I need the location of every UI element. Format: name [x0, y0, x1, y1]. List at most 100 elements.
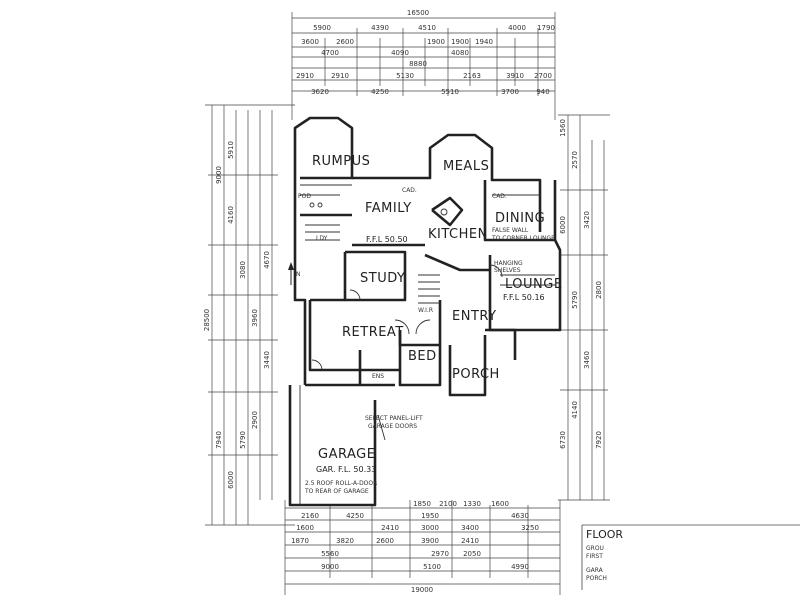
- false-wall-note: TO CORNER LOUNGE: [491, 235, 555, 242]
- left-dim: 5790: [239, 431, 247, 449]
- bottom-dim: 3820: [336, 537, 354, 545]
- hanging-shelves-note: SHELVES: [494, 267, 521, 274]
- garage-floor-level-note: GAR. F.L. 50.33: [316, 465, 376, 474]
- top-overall-dim: 16500: [407, 9, 429, 17]
- right-dim: 6000: [559, 216, 567, 234]
- top-dim: 3600: [301, 38, 319, 46]
- bottom-dim: 1600: [491, 500, 509, 508]
- top-dimension-lines: [291, 12, 556, 120]
- bottom-dim: 2410: [381, 524, 399, 532]
- legend-line: GARA: [586, 567, 604, 574]
- room-label-kitchen: KITCHEN: [428, 227, 488, 242]
- top-dim: 1790: [537, 24, 555, 32]
- bottom-dim: 1600: [296, 524, 314, 532]
- top-dim: 2600: [336, 38, 354, 46]
- left-dimension-lines: [205, 104, 295, 526]
- room-labels: RUMPUS MEALS FAMILY DINING KITCHEN STUDY…: [312, 154, 563, 462]
- right-dim: 5790: [571, 291, 579, 309]
- garage-doors-note: GARAGE DOORS: [368, 423, 417, 430]
- top-dim: 5130: [396, 72, 414, 80]
- bottom-dim: 3400: [461, 524, 479, 532]
- exterior-walls: [288, 116, 562, 507]
- bottom-dim: 5560: [321, 550, 339, 558]
- annotations: F.F.L 50.50 F.F.L 50.16 GAR. F.L. 50.33 …: [288, 187, 555, 495]
- area-legend: FLOOR GROU FIRST GARA PORCH: [581, 524, 800, 590]
- bottom-dim: 2100: [439, 500, 457, 508]
- ffl-lounge-note: F.F.L 50.16: [503, 293, 545, 302]
- room-label-retreat: RETREAT: [342, 325, 404, 340]
- bottom-dim: 3250: [521, 524, 539, 532]
- legend-line: PORCH: [586, 575, 607, 582]
- room-label-lounge: LOUNGE: [505, 277, 563, 292]
- bottom-dim: 3900: [421, 537, 439, 545]
- top-dim: 8880: [409, 60, 427, 68]
- top-dim: 5900: [313, 24, 331, 32]
- left-dim: 2900: [251, 411, 259, 429]
- cad-note: CAD.: [492, 193, 507, 200]
- ffl-family-note: F.F.L 50.50: [366, 235, 408, 244]
- room-label-dining: DINING: [495, 211, 545, 226]
- top-dim: 5510: [441, 88, 459, 96]
- left-dim: 9000: [215, 166, 223, 184]
- top-dim: 4510: [418, 24, 436, 32]
- room-label-bed: BED: [408, 349, 437, 364]
- hatch-lines: [299, 184, 555, 505]
- bottom-dim: 5100: [423, 563, 441, 571]
- cad-note: CAD.: [402, 187, 417, 194]
- room-label-rumpus: RUMPUS: [312, 154, 370, 169]
- room-label-study: STUDY: [360, 271, 405, 286]
- bottom-dim: 2410: [461, 537, 479, 545]
- pod-note: POD: [298, 193, 311, 200]
- room-label-garage: GARAGE: [318, 447, 375, 462]
- room-label-porch: PORCH: [452, 367, 500, 382]
- right-dim: 4140: [571, 401, 579, 419]
- roller-door-note: TO REAR OF GARAGE: [304, 488, 369, 495]
- bottom-dim: 4250: [346, 512, 364, 520]
- bottom-dimension-labels: 1850 2100 1330 1600 2160 4250 1950 4630 …: [291, 500, 539, 594]
- room-label-wir: W.I.R: [418, 307, 433, 314]
- bottom-dim: 2600: [376, 537, 394, 545]
- top-dim: 4390: [371, 24, 389, 32]
- top-dim: 4250: [371, 88, 389, 96]
- left-dim: 7940: [215, 431, 223, 449]
- room-label-meals: MEALS: [443, 159, 489, 174]
- garage-doors-note: SELECT PANEL-LIFT: [365, 415, 423, 422]
- left-dim: 28500: [203, 309, 211, 331]
- top-dim: 4000: [508, 24, 526, 32]
- top-dim: 2163: [463, 72, 481, 80]
- bottom-dim: 2970: [431, 550, 449, 558]
- bottom-dim: 4630: [511, 512, 529, 520]
- top-dim: 1900: [451, 38, 469, 46]
- left-dim: 3440: [263, 351, 271, 369]
- right-dimension-labels: 1560 2570 6000 3420 2800 3460 5790 6730 …: [559, 119, 603, 449]
- legend-header: FLOOR: [586, 528, 623, 541]
- right-dimension-lines: [558, 114, 610, 501]
- north-label: N: [296, 271, 301, 278]
- top-dim: 4700: [321, 49, 339, 57]
- bottom-dim: 1850: [413, 500, 431, 508]
- north-arrow-icon: N: [288, 262, 301, 285]
- left-dim: 4160: [227, 206, 235, 224]
- legend-line: FIRST: [586, 553, 603, 560]
- bottom-dim: 4990: [511, 563, 529, 571]
- room-label-entry: ENTRY: [452, 309, 497, 324]
- top-dim: 1900: [427, 38, 445, 46]
- right-dim: 7920: [595, 431, 603, 449]
- bottom-dim: 2160: [301, 512, 319, 520]
- false-wall-note: FALSE WALL: [492, 227, 529, 234]
- top-dim: 2700: [534, 72, 552, 80]
- top-dimension-labels: 16500 5900 4390 4510 4000 1790 3600 2600…: [296, 9, 555, 96]
- bottom-dimension-lines: [284, 500, 561, 595]
- legend-line: GROU: [586, 545, 604, 552]
- right-dim: 6730: [559, 431, 567, 449]
- top-dim: 2910: [296, 72, 314, 80]
- left-dim: 3080: [239, 261, 247, 279]
- right-dim: 1560: [559, 119, 567, 137]
- right-dim: 3460: [583, 351, 591, 369]
- right-dim: 2570: [571, 151, 579, 169]
- top-dim: 3620: [311, 88, 329, 96]
- bottom-dim: 2050: [463, 550, 481, 558]
- left-dimension-labels: 28500 9000 5910 3080 3960 4160 7940 5790…: [203, 141, 271, 489]
- room-label-family: FAMILY: [365, 201, 412, 216]
